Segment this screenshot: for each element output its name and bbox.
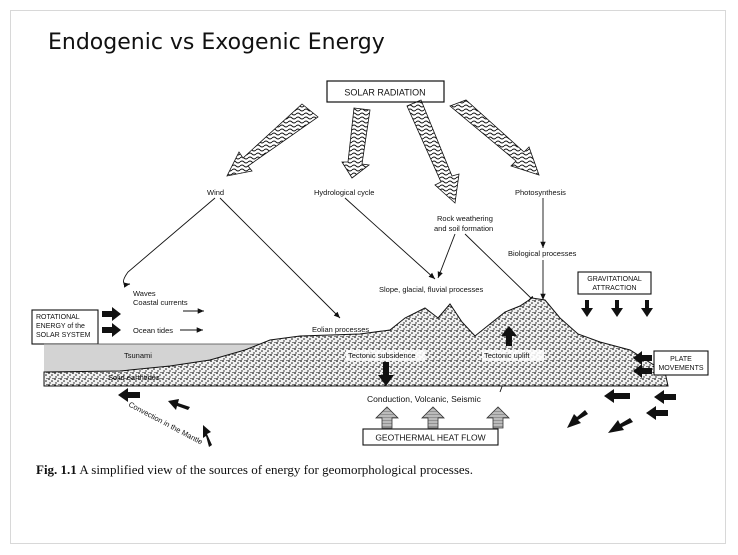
- slope-processes-label: Slope, glacial, fluvial processes: [379, 285, 483, 294]
- subsidence-arrow: [378, 362, 394, 386]
- wave-arrow-photosynthesis: [449, 99, 540, 176]
- land-mass: [43, 297, 669, 387]
- rotational-arrows: [102, 307, 121, 337]
- convection-label: Convection in the Mantle: [127, 400, 204, 447]
- weathering-to-hills-line: [464, 233, 536, 303]
- slide-title: Endogenic vs Exogenic Energy: [48, 30, 385, 55]
- rotational-energy-box: ROTATIONAL ENERGY of the SOLAR SYSTEM: [31, 309, 99, 345]
- conduction-label: Conduction, Volcanic, Seismic: [367, 394, 482, 404]
- slide-border: [10, 10, 726, 544]
- geothermal-label: GEOTHERMAL HEAT FLOW: [375, 433, 485, 443]
- tectonic-subsidence-label: Tectonic subsidence: [348, 351, 416, 360]
- plate-line-1: PLATE: [670, 356, 692, 363]
- waves-label: Waves: [133, 289, 156, 298]
- wave-arrow-wind: [226, 103, 319, 177]
- gravitational-attraction-box: GRAVITATIONAL ATTRACTION: [577, 271, 652, 295]
- wave-arrow-weathering: [406, 99, 460, 204]
- rock-weathering-label: Rock weathering: [437, 214, 493, 223]
- ocean-tides-label: Ocean tides: [133, 326, 173, 335]
- hydro-to-slope-line: [344, 197, 436, 280]
- solid-earthtides-label: Solid earthtides: [108, 373, 160, 382]
- hydrological-cycle-label: Hydrological cycle: [314, 188, 374, 197]
- photosynthesis-label: Photosynthesis: [515, 188, 566, 197]
- coastal-currents-label: Coastal currents: [133, 298, 188, 307]
- plate-line-2: MOVEMENTS: [658, 365, 703, 372]
- plate-arrows: [567, 351, 676, 433]
- rotational-line-2: ENERGY of the: [36, 323, 85, 330]
- caption-text: A simplified view of the sources of ener…: [76, 462, 473, 477]
- gravity-arrows: [581, 300, 653, 317]
- gravitational-line-1: GRAVITATIONAL: [587, 276, 642, 283]
- rotational-line-1: ROTATIONAL: [36, 314, 80, 321]
- geothermal-arrows: [375, 406, 510, 429]
- convection-arrows: [118, 388, 212, 447]
- figure-number: Fig. 1.1: [36, 462, 77, 477]
- tectonic-uplift-label: Tectonic uplift: [484, 351, 530, 360]
- wind-to-waves-line: [123, 197, 216, 288]
- tsunami-label: Tsunami: [124, 351, 152, 360]
- weathering-to-slope-line: [437, 233, 456, 279]
- biological-processes-label: Biological processes: [508, 249, 577, 258]
- solar-radiation-box: SOLAR RADIATION: [326, 80, 445, 103]
- eolian-processes-label: Eolian processes: [312, 325, 369, 334]
- uplift-arrow: [501, 326, 517, 346]
- wind-label: Wind: [207, 188, 224, 197]
- geothermal-heat-flow-box: GEOTHERMAL HEAT FLOW: [362, 428, 499, 446]
- rotational-line-3: SOLAR SYSTEM: [36, 332, 91, 339]
- plate-movements-box: PLATE MOVEMENTS: [653, 350, 709, 376]
- wind-to-eolian-line: [219, 197, 341, 319]
- solar-wave-arrows: [226, 99, 540, 204]
- wave-arrow-hydrological: [341, 107, 371, 179]
- soil-formation-label: and soil formation: [434, 224, 493, 233]
- figure-caption: Fig. 1.1 A simplified view of the source…: [36, 462, 473, 478]
- solar-radiation-label: SOLAR RADIATION: [344, 88, 425, 98]
- gravitational-line-2: ATTRACTION: [592, 285, 636, 292]
